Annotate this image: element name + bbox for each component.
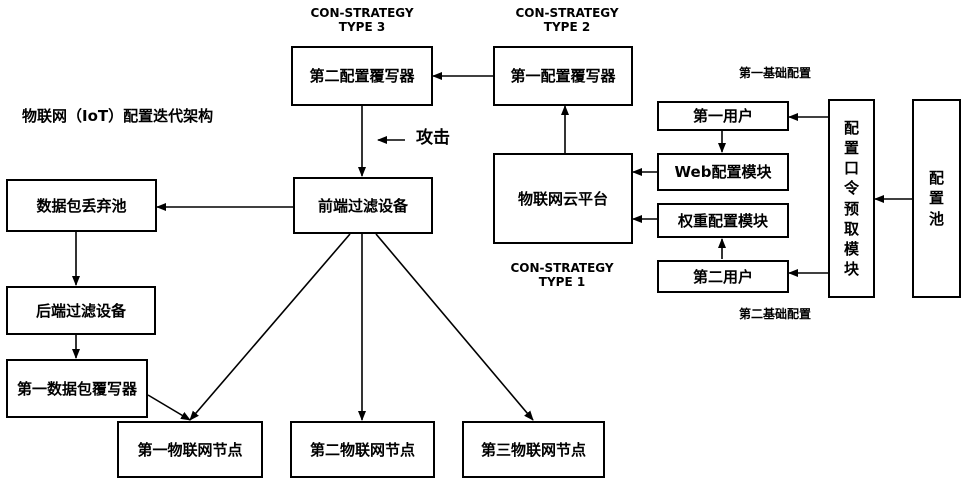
label-second-basic-config: 第二基础配置	[725, 307, 825, 321]
label-type2-line2: TYPE 2	[502, 20, 632, 34]
prefetch-char: 令	[844, 178, 859, 198]
front-filter-device: 前端过滤设备	[293, 177, 433, 234]
iot-cloud-platform: 物联网云平台	[493, 153, 633, 244]
first-packet-rewriter: 第一数据包覆写器	[6, 359, 148, 418]
label-type3-line1: CON-STRATEGY	[297, 6, 427, 20]
iot-node-2: 第二物联网节点	[290, 421, 435, 478]
label-type3: CON-STRATEGY TYPE 3	[297, 6, 427, 35]
label-type2-line1: CON-STRATEGY	[502, 6, 632, 20]
prefetch-char: 取	[844, 219, 859, 239]
config-pool-char: 配	[929, 168, 944, 188]
config-command-prefetch-module: 配 置 口 令 预 取 模 块	[828, 99, 875, 298]
label-type3-line2: TYPE 3	[297, 20, 427, 34]
prefetch-char: 配	[844, 118, 859, 138]
prefetch-char: 模	[844, 239, 859, 259]
prefetch-char: 预	[844, 199, 859, 219]
diagram-title: 物联网（IoT）配置迭代架构	[22, 107, 213, 125]
arrow-front-to-node1	[190, 234, 350, 420]
label-attack: 攻击	[416, 128, 450, 148]
label-type2: CON-STRATEGY TYPE 2	[502, 6, 632, 35]
config-pool-char: 池	[929, 209, 944, 229]
first-user: 第一用户	[657, 101, 789, 131]
arrow-rewriter-to-node1	[148, 395, 190, 420]
label-type1-line1: CON-STRATEGY	[497, 261, 627, 275]
iot-node-1: 第一物联网节点	[117, 421, 263, 478]
back-filter-device: 后端过滤设备	[6, 286, 156, 335]
config-pool: 配 置 池	[912, 99, 961, 298]
iot-node-3: 第三物联网节点	[462, 421, 605, 478]
second-user: 第二用户	[657, 260, 789, 293]
prefetch-char: 块	[844, 259, 859, 279]
config-pool-char: 置	[929, 188, 944, 208]
second-config-rewriter: 第二配置覆写器	[291, 46, 433, 106]
weight-config-module: 权重配置模块	[657, 203, 789, 238]
web-config-module: Web配置模块	[657, 153, 789, 191]
prefetch-char: 置	[844, 138, 859, 158]
first-config-rewriter: 第一配置覆写器	[493, 46, 633, 106]
label-type1: CON-STRATEGY TYPE 1	[497, 261, 627, 290]
label-first-basic-config: 第一基础配置	[725, 66, 825, 80]
packet-drop-pool: 数据包丢弃池	[6, 179, 157, 232]
prefetch-char: 口	[844, 158, 859, 178]
label-type1-line2: TYPE 1	[497, 275, 627, 289]
